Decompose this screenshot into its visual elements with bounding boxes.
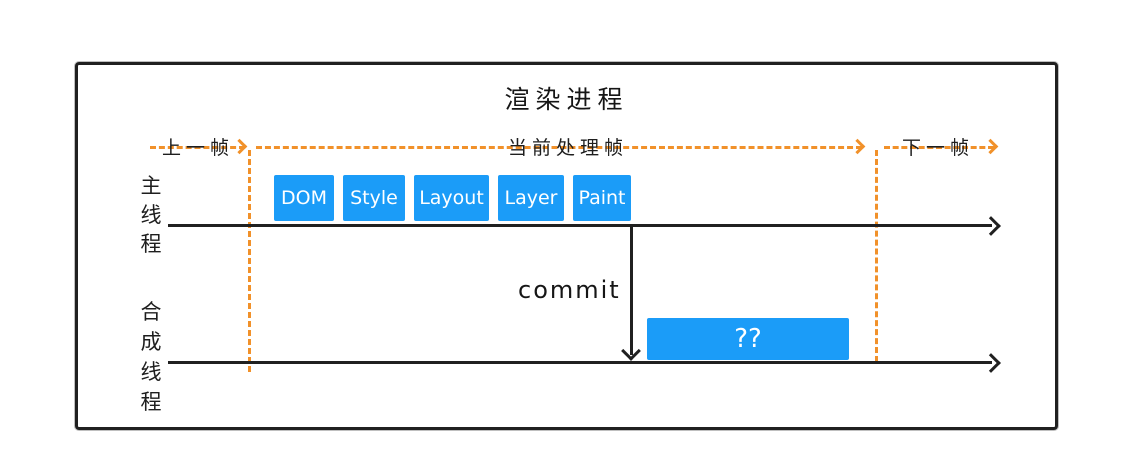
frame-boundary-line-right <box>875 150 878 362</box>
current-frame-label: 当前处理帧 <box>507 137 628 159</box>
next-frame-dashed-line <box>884 146 994 149</box>
prev-frame-dashed-line <box>150 146 245 149</box>
stage-box-paint: Paint <box>573 175 631 221</box>
next-frame-label: 下一帧 <box>901 137 974 159</box>
current-frame-dashed-line <box>256 146 862 149</box>
stage-box-layout: Layout <box>414 175 489 221</box>
pipeline-stages: DOM Style Layout Layer Paint <box>274 175 631 221</box>
stage-box-layer: Layer <box>498 175 564 221</box>
stage-label-paint: Paint <box>578 187 626 209</box>
prev-frame-label: 上一帧 <box>161 137 234 159</box>
compositor-thread-label: 合成线程 <box>140 300 162 414</box>
frame-boundary-line-left <box>248 150 251 372</box>
stage-label-dom: DOM <box>281 187 327 209</box>
stage-box-style: Style <box>343 175 405 221</box>
main-thread-label: 主线程 <box>140 174 162 256</box>
stage-box-dom: DOM <box>274 175 334 221</box>
compositor-thread-timeline <box>168 361 992 364</box>
stage-label-layer: Layer <box>504 187 558 209</box>
diagram-border <box>75 62 1058 430</box>
stage-label-style: Style <box>350 187 398 209</box>
commit-label: commit <box>518 276 621 304</box>
compositor-task-box: ?? <box>647 318 849 360</box>
main-thread-timeline <box>168 224 992 227</box>
diagram-title: 渲染进程 <box>504 85 629 114</box>
commit-arrow-line <box>630 227 633 355</box>
stage-label-layout: Layout <box>419 187 484 209</box>
compositor-task-label: ?? <box>734 324 762 354</box>
